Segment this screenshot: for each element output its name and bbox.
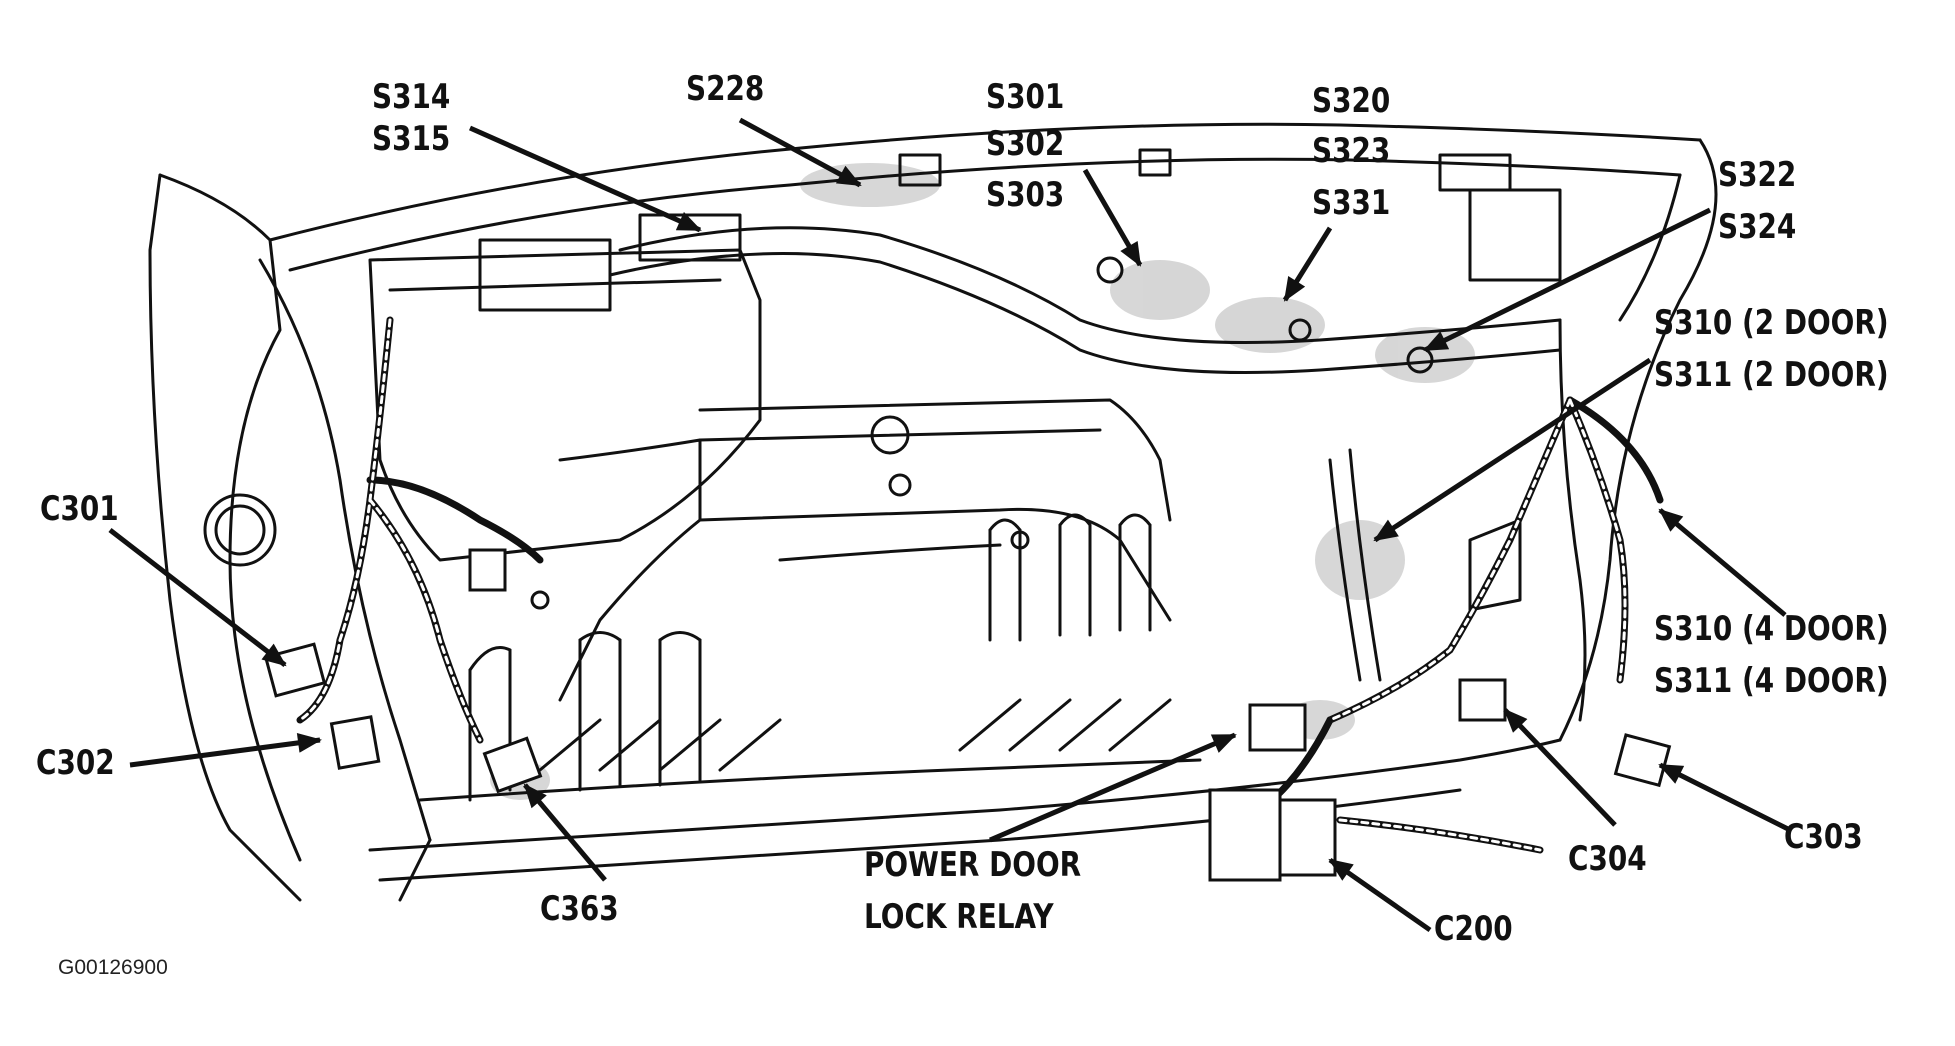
label-power-door-line1: POWER DOOR: [864, 845, 1082, 885]
arrow-s310-4door: [1658, 508, 1787, 617]
label-s323: S323: [1312, 131, 1391, 171]
label-s228: S228: [686, 69, 765, 109]
label-s301: S301: [986, 77, 1065, 117]
label-power-door-line2: LOCK RELAY: [864, 897, 1054, 937]
label-c303: C303: [1784, 817, 1863, 857]
label-s324: S324: [1718, 207, 1797, 247]
arrow-c303: [1658, 762, 1792, 833]
arrow-c200: [1328, 857, 1432, 933]
label-s311-4door: S311 (4 DOOR): [1654, 661, 1889, 701]
label-s311-2door: S311 (2 DOOR): [1654, 355, 1889, 395]
leader-arrows: [108, 117, 1792, 933]
splice-shading: [490, 163, 1475, 800]
arrow-c363: [523, 783, 607, 882]
label-s322: S322: [1718, 155, 1797, 195]
arrow-s228: [738, 117, 862, 188]
arrow-s324: [1423, 207, 1712, 353]
connectors: [263, 548, 1672, 882]
label-c301: C301: [40, 489, 119, 529]
arrow-s311-2door: [1373, 357, 1652, 543]
label-s303: S303: [986, 175, 1065, 215]
arrow-c302: [129, 732, 322, 768]
label-c302: C302: [36, 743, 115, 783]
arrow-s303: [1082, 168, 1143, 267]
label-s310-4door: S310 (4 DOOR): [1654, 609, 1889, 649]
arrow-power-door-lock-relay: [989, 732, 1237, 843]
label-s314: S314: [372, 77, 451, 117]
figure-code: G00126900: [58, 956, 168, 979]
label-c304: C304: [1568, 839, 1647, 879]
label-s310-2door: S310 (2 DOOR): [1654, 303, 1889, 343]
wiring-harness-inner: [298, 318, 1627, 852]
arrow-c304: [1503, 708, 1617, 827]
label-c363: C363: [540, 889, 619, 929]
label-s331: S331: [1312, 183, 1391, 223]
label-c200: C200: [1434, 909, 1513, 949]
arrow-s314: [468, 125, 702, 233]
label-s315: S315: [372, 119, 451, 159]
trunk-body-outline: [148, 122, 1718, 902]
arrow-s331: [1282, 226, 1333, 302]
label-s320: S320: [1312, 81, 1391, 121]
label-s302: S302: [986, 124, 1065, 164]
arrow-c301: [108, 528, 287, 667]
